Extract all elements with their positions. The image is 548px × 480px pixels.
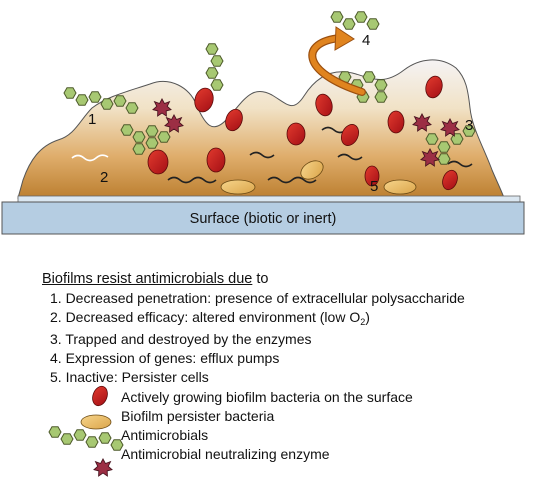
legend-key-enzyme: Antimicrobial neutralizing enzyme bbox=[121, 446, 330, 462]
red-bacterium bbox=[206, 147, 226, 173]
surface-label: Surface (biotic or inert) bbox=[190, 211, 337, 227]
mechanism-4: 4. Expression of genes: efflux pumps bbox=[50, 350, 280, 366]
antimicrobial-chain-pumped-out bbox=[330, 11, 380, 30]
red-bacterium bbox=[147, 149, 169, 175]
mechanism-3: 3. Trapped and destroyed by the enzymes bbox=[50, 331, 312, 347]
legend-key-active-bacteria: Actively growing biofilm bacteria on the… bbox=[121, 389, 413, 405]
legend-icons bbox=[48, 385, 124, 477]
marker-3: 3 bbox=[465, 117, 473, 134]
polysaccharide-strand bbox=[447, 160, 473, 168]
persister-bacteria bbox=[220, 160, 417, 195]
mechanism-2: 2. Decreased efficacy: altered environme… bbox=[50, 309, 370, 327]
legend-title: Biofilms resist antimicrobials due to bbox=[42, 271, 269, 287]
red-bacterium-icon bbox=[92, 385, 108, 407]
red-bacterium bbox=[425, 75, 443, 99]
red-bacterium bbox=[286, 122, 306, 146]
mechanism-5: 5. Inactive: Persister cells bbox=[50, 369, 209, 385]
red-bacterium bbox=[315, 93, 333, 117]
surface-slab bbox=[1, 201, 525, 235]
red-bacterium bbox=[442, 169, 458, 191]
polysaccharide-strand bbox=[267, 176, 317, 184]
marker-2: 2 bbox=[100, 169, 108, 186]
red-bacterium bbox=[387, 110, 405, 134]
legend-key-antimicrobials: Antimicrobials bbox=[121, 427, 209, 443]
marker-5: 5 bbox=[370, 178, 378, 195]
antimicrobial-chain-vertical bbox=[205, 43, 224, 91]
persister-bacterium bbox=[383, 179, 417, 195]
polysaccharide-strand bbox=[71, 154, 109, 162]
marker-4: 4 bbox=[362, 32, 370, 49]
efflux-arrow bbox=[308, 26, 366, 96]
polysaccharide-strand bbox=[167, 176, 217, 184]
antimicrobial-chain-icon bbox=[48, 426, 124, 451]
persister-bacterium-icon bbox=[80, 414, 112, 430]
polysaccharide-strands bbox=[71, 126, 473, 184]
mechanism-1: 1. Decreased penetration: presence of ex… bbox=[50, 290, 465, 306]
persister-bacterium bbox=[300, 160, 324, 180]
persister-bacterium bbox=[220, 179, 256, 195]
active-bacteria bbox=[147, 75, 458, 191]
red-bacterium bbox=[340, 124, 360, 146]
red-bacterium bbox=[225, 108, 243, 132]
marker-1: 1 bbox=[88, 111, 96, 128]
legend-key-persister: Biofilm persister bacteria bbox=[121, 408, 275, 424]
polysaccharide-strand bbox=[337, 153, 363, 161]
red-bacterium bbox=[194, 87, 214, 113]
red-bacterium bbox=[364, 165, 380, 187]
polysaccharide-strand bbox=[249, 151, 275, 159]
enzyme-star-icon bbox=[93, 458, 113, 477]
